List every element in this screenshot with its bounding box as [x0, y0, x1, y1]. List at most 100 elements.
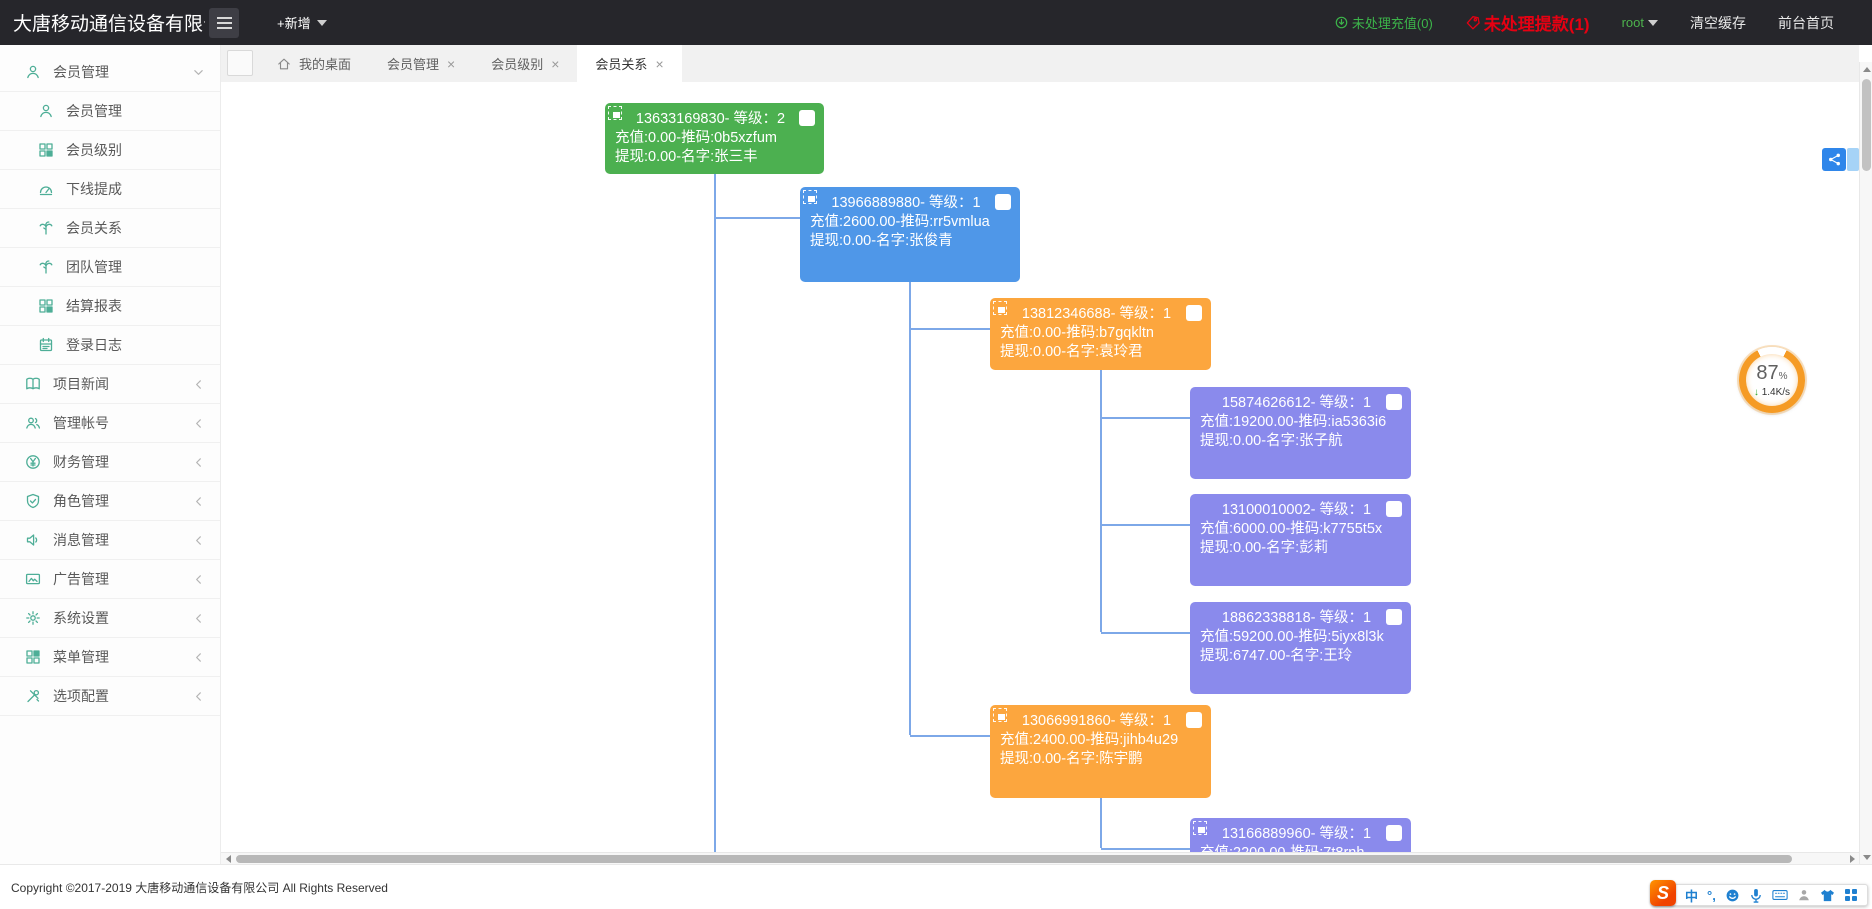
download-arrow-icon: ↓ — [1753, 386, 1759, 398]
share-extension-panel-edge[interactable] — [1847, 148, 1859, 171]
node-checkbox[interactable] — [1186, 305, 1202, 321]
scroll-up-button[interactable] — [1860, 62, 1872, 76]
scroll-down-button[interactable] — [1860, 850, 1872, 864]
tab-1[interactable]: 会员管理× — [369, 45, 473, 82]
sidebar-item-4[interactable]: 会员关系 — [0, 209, 220, 248]
sidebar-item-0[interactable]: 会员管理 — [0, 53, 220, 92]
sidebar-item-14[interactable]: 系统设置 — [0, 599, 220, 638]
expand-toggle-icon[interactable] — [1193, 821, 1207, 835]
tree-icon — [37, 220, 54, 237]
node-checkbox[interactable] — [1386, 501, 1402, 517]
new-button-label: +新增 — [277, 16, 311, 31]
tree-connector-line — [1100, 417, 1190, 419]
node-title: 15874626612- 等级：1 — [1221, 395, 1372, 411]
sogou-logo-icon[interactable]: S — [1650, 880, 1676, 906]
sidebar-item-3[interactable]: 下线提成 — [0, 170, 220, 209]
chinese-mode-icon[interactable]: 中 — [1685, 888, 1699, 904]
node-checkbox[interactable] — [1386, 394, 1402, 410]
sidebar-item-6[interactable]: 结算报表 — [0, 287, 220, 326]
vertical-scrollbar[interactable] — [1859, 62, 1872, 864]
sidebar-item-2[interactable]: 会员级别 — [0, 131, 220, 170]
node-checkbox[interactable] — [799, 110, 815, 126]
tree-icon — [37, 259, 54, 276]
node-checkbox[interactable] — [1386, 609, 1402, 625]
app-title: 大唐移动通信设备有限公 — [13, 14, 205, 35]
sidebar-toggle-button[interactable] — [209, 7, 239, 38]
scroll-left-button[interactable] — [221, 853, 235, 865]
horizontal-scrollbar[interactable] — [221, 852, 1859, 864]
expand-toggle-icon[interactable] — [993, 301, 1007, 315]
sidebar-item-7[interactable]: 登录日志 — [0, 326, 220, 365]
node-recharge-line: 充值:2600.00-推码:rr5vmlua — [810, 214, 990, 230]
node-checkbox[interactable] — [1386, 825, 1402, 841]
skin-icon[interactable] — [1820, 889, 1835, 902]
member-node-7[interactable]: 13166889960- 等级：1充值:2200.00-推码:7t8rnh — [1190, 818, 1411, 852]
node-withdraw-line: 提现:0.00-名字:袁玲君 — [1000, 344, 1143, 360]
book-icon — [24, 376, 41, 393]
chevron-left-icon — [193, 535, 204, 546]
tab-2[interactable]: 会员级别× — [473, 45, 577, 82]
horizontal-scrollbar-thumb[interactable] — [236, 855, 1792, 863]
copyright-text: Copyright ©2017-2019 大唐移动通信设备有限公司 All Ri… — [11, 880, 388, 895]
scroll-right-button[interactable] — [1845, 853, 1859, 865]
pending-recharge-link[interactable]: 未处理充值(0) — [1335, 13, 1433, 32]
sidebar-item-16[interactable]: 选项配置 — [0, 677, 220, 716]
sidebar-item-8[interactable]: 项目新闻 — [0, 365, 220, 404]
arrow-left-icon — [225, 855, 231, 863]
expand-toggle-icon[interactable] — [608, 106, 622, 120]
arrow-down-icon — [1862, 854, 1871, 860]
close-icon[interactable]: × — [655, 55, 664, 72]
share-extension-button[interactable] — [1822, 148, 1846, 171]
download-progress-widget[interactable]: 87% ↓ 1.4K/s — [1739, 347, 1805, 413]
expand-toggle-icon[interactable] — [803, 190, 817, 204]
mic-icon[interactable] — [1749, 888, 1763, 903]
sidebar-item-5[interactable]: 团队管理 — [0, 248, 220, 287]
emoji-icon[interactable] — [1725, 888, 1740, 903]
new-dropdown-button[interactable]: +新增 — [277, 13, 327, 32]
sidebar-item-1[interactable]: 会员管理 — [0, 92, 220, 131]
download-progress-inner: 87% ↓ 1.4K/s — [1746, 354, 1798, 406]
gear-icon — [24, 610, 41, 627]
sidebar-item-label: 下线提成 — [66, 181, 122, 197]
sidebar-item-label: 会员关系 — [66, 220, 122, 236]
sidebar-item-15[interactable]: 菜单管理 — [0, 638, 220, 677]
vertical-scrollbar-thumb[interactable] — [1862, 79, 1871, 171]
user-menu[interactable]: root — [1622, 15, 1658, 30]
sidebar-item-9[interactable]: 管理帐号 — [0, 404, 220, 443]
sidebar-item-11[interactable]: 角色管理 — [0, 482, 220, 521]
front-home-link[interactable]: 前台首页 — [1778, 13, 1834, 33]
tab-0[interactable]: 我的桌面 — [259, 45, 369, 82]
sidebar-item-10[interactable]: 财务管理 — [0, 443, 220, 482]
more-grid-icon[interactable] — [1844, 888, 1858, 902]
node-checkbox[interactable] — [995, 194, 1011, 210]
node-withdraw-line: 提现:0.00-名字:陈宇鹏 — [1000, 751, 1143, 767]
sidebar-item-label: 登录日志 — [66, 337, 122, 353]
close-icon[interactable]: × — [447, 55, 456, 72]
expand-toggle-icon[interactable] — [993, 708, 1007, 722]
shield-icon — [24, 493, 41, 510]
node-checkbox[interactable] — [1186, 712, 1202, 728]
tab-scroll-button[interactable] — [227, 50, 253, 76]
sidebar-item-label: 系统设置 — [53, 610, 109, 626]
punctuation-icon[interactable]: °, — [1707, 887, 1716, 903]
profile-icon[interactable] — [1797, 888, 1811, 902]
sidebar-item-12[interactable]: 消息管理 — [0, 521, 220, 560]
tab-3[interactable]: 会员关系× — [577, 45, 682, 82]
tree-connector-line — [910, 735, 990, 737]
top-header: 大唐移动通信设备有限公 +新增 未处理充值(0) 未处理提款(1) root 清… — [0, 0, 1872, 45]
pending-withdraw-link[interactable]: 未处理提款(1) — [1465, 10, 1590, 35]
keyboard-icon[interactable] — [1772, 889, 1788, 901]
clear-cache-link[interactable]: 清空缓存 — [1690, 13, 1746, 33]
sidebar-item-13[interactable]: 广告管理 — [0, 560, 220, 599]
download-speed: 1.4K/s — [1761, 386, 1791, 398]
node-title: 18862338818- 等级：1 — [1221, 610, 1372, 626]
close-icon[interactable]: × — [551, 55, 560, 72]
user-icon — [24, 64, 41, 81]
